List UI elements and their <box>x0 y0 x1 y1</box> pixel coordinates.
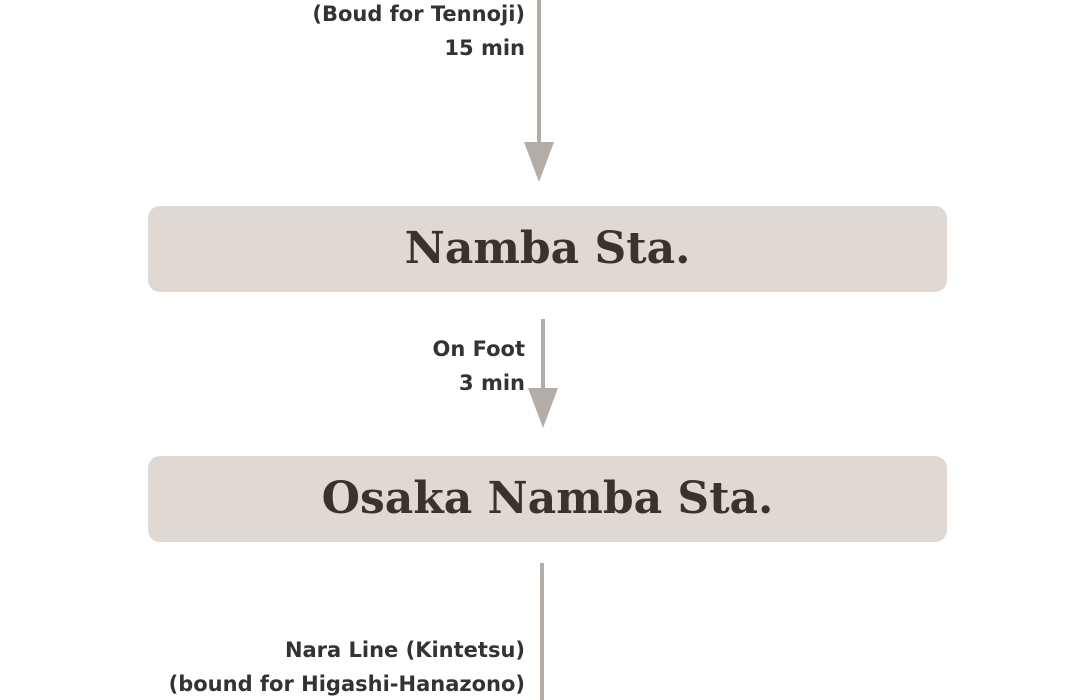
leg-2-line-1: On Foot <box>432 337 525 361</box>
station-box-namba: Namba Sta. <box>148 206 947 292</box>
leg-2-arrowhead <box>528 388 558 428</box>
station-box-osaka-namba: Osaka Namba Sta. <box>148 456 947 542</box>
leg-2-connector-line <box>541 319 545 393</box>
leg-3-connector-line <box>540 563 544 700</box>
leg-2-line-2: 3 min <box>459 371 525 395</box>
leg-1-connector-line <box>537 0 541 146</box>
leg-2-label: On Foot 3 min <box>432 332 525 400</box>
station-name-namba: Namba Sta. <box>404 223 691 274</box>
leg-3-line-1: Nara Line (Kintetsu) <box>284 638 525 662</box>
leg-1-arrowhead <box>524 142 554 182</box>
leg-1-line-2: 15 min <box>444 36 525 60</box>
leg-1-line-1: (Boud for Tennoji) <box>312 2 525 26</box>
leg-3-label: Nara Line (Kintetsu) (bound for Higashi-… <box>169 633 525 700</box>
station-name-osaka-namba: Osaka Namba Sta. <box>321 473 774 524</box>
leg-3-line-2: (bound for Higashi-Hanazono) <box>168 672 525 696</box>
leg-1-label: (Boud for Tennoji) 15 min <box>312 0 525 65</box>
